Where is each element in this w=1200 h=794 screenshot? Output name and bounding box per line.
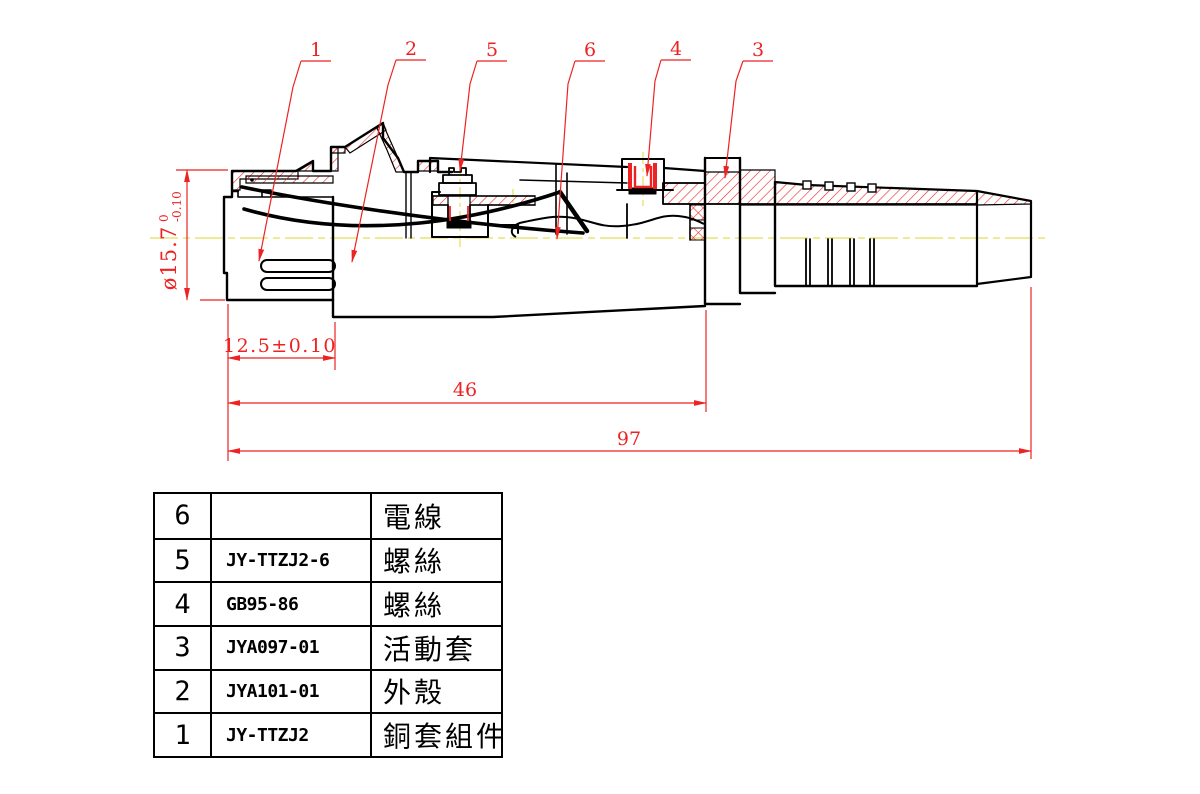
table-row: 2 JYA101-01 外殼 — [155, 668, 501, 713]
table-row: 6 電線 — [155, 494, 501, 538]
part-name-cell: 銅套組件 — [370, 714, 501, 756]
table-row: 4 GB95-86 螺絲 — [155, 581, 501, 625]
boot-rib-notches — [802, 180, 877, 193]
part-number-cell: JY-TTZJ2-6 — [210, 539, 370, 582]
latch-spring — [240, 178, 590, 235]
table-row: 5 JY-TTZJ2-6 螺絲 — [155, 537, 501, 582]
part-number-cell: JYA097-01 — [210, 627, 370, 669]
dimension-texts: 12.5±0.10 46 97 ø15.7 0 -0.10 — [157, 191, 641, 450]
dim-diameter: ø15.7 — [157, 226, 181, 290]
callout-leaders — [259, 59, 773, 262]
callout-5: 5 — [486, 39, 498, 61]
screw-thread-lines — [449, 206, 469, 221]
dim-diameter-tol-lower: -0.10 — [170, 191, 184, 222]
part-name-cell: 螺絲 — [370, 539, 501, 582]
table-row: 1 JY-TTZJ2 銅套組件 — [155, 712, 501, 756]
part-number-cell: JYA101-01 — [210, 670, 370, 713]
connector-outline — [222, 121, 1033, 319]
callout-1: 1 — [310, 39, 322, 61]
part-number-cell — [210, 494, 370, 538]
part-name-cell: 外殼 — [370, 670, 501, 713]
part-name-cell: 活動套 — [370, 627, 501, 669]
qty-cell: 5 — [174, 544, 191, 576]
callout-3: 3 — [752, 39, 764, 61]
callout-2: 2 — [405, 38, 417, 60]
qty-cell: 1 — [174, 719, 191, 751]
part-number-cell: GB95-86 — [210, 583, 370, 625]
table-row: 3 JYA097-01 活動套 — [155, 625, 501, 669]
dim-mid-length: 46 — [453, 379, 477, 401]
dim-diameter-tol-upper: 0 — [157, 214, 171, 222]
callout-4: 4 — [670, 38, 682, 60]
part-name-cell: 螺絲 — [370, 583, 501, 625]
dim-front-length: 12.5±0.10 — [223, 335, 337, 357]
callout-labels: 1 2 5 6 4 3 — [310, 38, 764, 61]
qty-cell: 3 — [174, 632, 191, 664]
qty-cell: 2 — [174, 675, 191, 707]
qty-cell: 4 — [174, 588, 191, 620]
callout-6: 6 — [584, 39, 596, 61]
dimension-annotations — [176, 169, 1032, 461]
part-number-cell: JY-TTZJ2 — [210, 714, 370, 756]
part-name-cell: 電線 — [370, 494, 501, 538]
qty-cell: 6 — [174, 500, 191, 532]
dim-total-length: 97 — [617, 428, 641, 450]
parts-table: 6 電線 5 JY-TTZJ2-6 螺絲 4 GB95-86 螺絲 3 JYA0… — [153, 492, 503, 758]
cable-wire — [510, 214, 705, 238]
